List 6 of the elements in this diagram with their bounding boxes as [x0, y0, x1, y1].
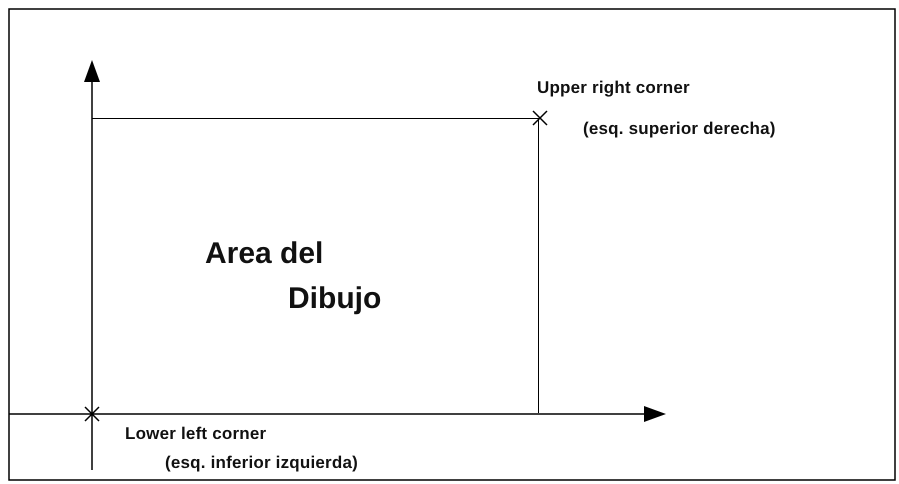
drawing-area [92, 118, 539, 413]
area-title: Area del Dibujo [205, 236, 382, 317]
corner-translation: (esq. superior derecha) [583, 119, 776, 139]
corner-label: Upper right corner [537, 78, 690, 98]
corner-label: Lower left corner [125, 424, 266, 444]
corner-translation: (esq. inferior izquierda) [165, 453, 358, 473]
